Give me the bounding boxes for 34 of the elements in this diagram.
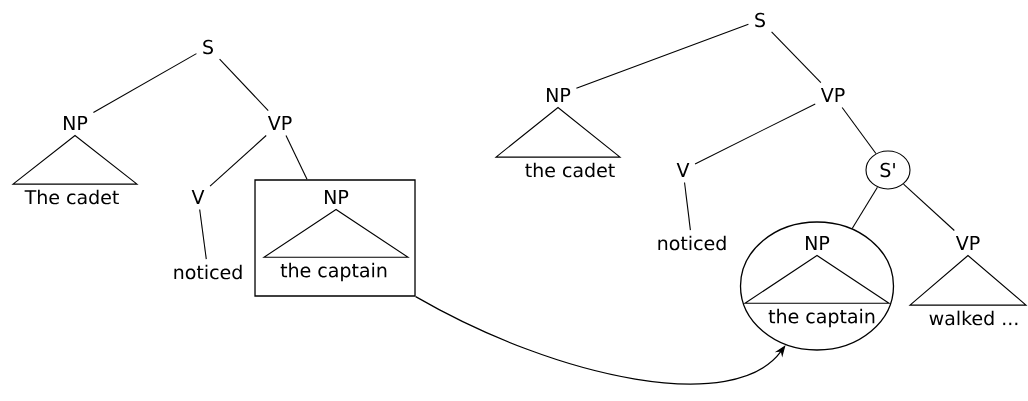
tree-branch [199,208,207,260]
tree-label: walked ... [929,310,1018,326]
tree-label: the captain [768,308,875,328]
tree-branch [219,58,269,112]
tree-branch [771,31,822,84]
tree-label: noticed [174,264,242,280]
curved-arrow [415,296,786,385]
tree-branch [903,183,955,232]
tree-label: NP [547,88,571,102]
tree-branch [209,134,267,187]
tree-branch [684,181,691,231]
tree-label: NP [806,236,830,250]
circled-label: S' [865,150,911,190]
tree-branch [851,186,878,229]
tree-label: VP [955,236,980,250]
tree-label: VP [267,116,292,130]
highlight-ellipse [739,221,895,351]
tree-label: noticed [658,235,726,251]
tree-branch [575,23,749,89]
highlight-box [254,179,416,297]
tree-label: S [755,12,765,28]
tree-label: V [191,190,205,204]
tree-label: S [203,39,213,55]
tree-label: the captain [280,262,387,282]
tree-branch [285,134,308,180]
tree-branch [841,106,877,155]
tree-label: The cadet [24,189,119,205]
tree-branch [694,103,816,165]
tree-label: NP [325,190,349,204]
tree-label: V [676,163,690,177]
tree-label: NP [64,116,88,130]
tree-label: VP [820,88,845,102]
tree-label: the cadet [525,162,615,178]
tree-branch [92,53,197,114]
